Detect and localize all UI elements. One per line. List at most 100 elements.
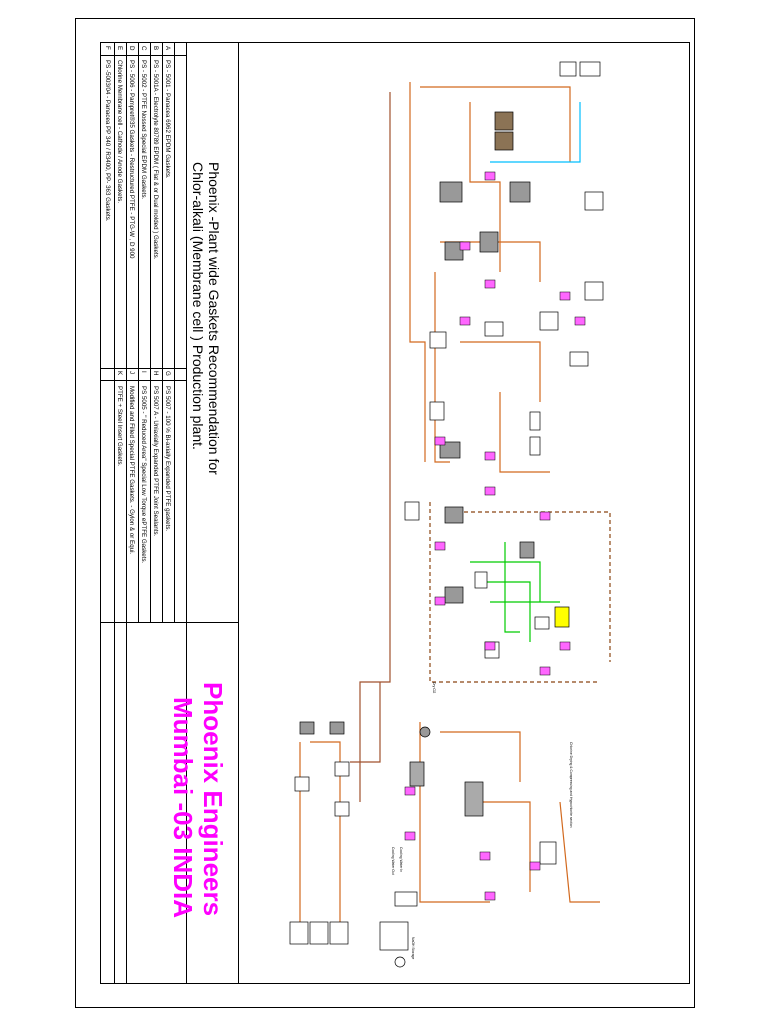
legend-key-j: J (128, 371, 135, 375)
equipment-box-9 (429, 401, 445, 421)
pipe-dashed-1 (450, 511, 611, 662)
legend-row-divider-3 (100, 380, 186, 381)
company-line-1: Phoenix Engineers (198, 682, 228, 917)
tank-5 (439, 441, 461, 459)
pipe-brine-7 (499, 392, 550, 473)
storage-box-3 (329, 921, 349, 945)
equipment-box-2 (559, 61, 577, 77)
legend-text-d: PS - 5006 - Pampret®35 Gaskets - Restruc… (128, 60, 135, 259)
legend-key-i: I (140, 371, 147, 373)
equipment-box-12 (534, 616, 550, 630)
equipment-box-5 (539, 311, 559, 331)
title-line-2: Chlor-alkali (Membrane cell ) Production… (190, 162, 206, 450)
cooling-water-in-label: Cooling Water In (399, 847, 403, 872)
legend-col-divider-1 (114, 42, 115, 984)
gasket-tags (404, 171, 586, 901)
tank-4 (479, 231, 499, 253)
naoh-storage-label: NaOH Storage (411, 937, 415, 959)
equipment-box-10 (404, 501, 420, 521)
legend-col-divider-5 (162, 42, 163, 622)
title-block: F PS -5003/04 - Panacea PP 340 / R3400, … (100, 42, 240, 984)
tank-6 (444, 506, 464, 524)
pipe-water-2 (480, 581, 531, 642)
pipe-water-4 (504, 542, 520, 633)
exchanger-1 (539, 841, 557, 865)
tank-8 (519, 541, 535, 559)
title-line-1: Phoenix -Plant wide Gaskets Recommendati… (206, 162, 222, 475)
tag-5 (559, 291, 571, 301)
exchanger-2 (394, 891, 418, 907)
equipment-box-8 (569, 351, 589, 367)
tag-1 (484, 171, 496, 181)
tank-7 (444, 586, 464, 604)
legend-col-divider-3 (138, 42, 139, 622)
company-line-2: Mumbai -03 INDIA (168, 697, 198, 919)
legend-text-k: PTFE + Steel Insert Gaskets. (116, 386, 123, 467)
equipment (289, 61, 604, 968)
tag-3 (484, 279, 496, 289)
vessel-1 (529, 411, 541, 431)
chlorine-note: Chlorine Drying & Compressing and Hypoch… (569, 742, 573, 828)
legend-key-f: F (104, 46, 111, 50)
highlight-equipment (554, 606, 570, 628)
equipment-box-11 (474, 571, 488, 589)
truck-2 (329, 721, 345, 735)
legend-text-g: PS 5007 - 100 % Bi-axially Expanded PTFE… (164, 386, 171, 532)
equipment-box-7 (484, 321, 504, 337)
pipe-brine-1 (409, 82, 426, 462)
drawing-frame (100, 42, 690, 984)
tag-4 (459, 316, 471, 326)
column-1 (409, 761, 425, 787)
legend-text-a: PS - 5001 - Panacea 6962 EPDM Gaskets. (164, 60, 171, 179)
pipe-brine-2 (420, 86, 571, 162)
legend-text-i: PS 5005 - " Reduced Area" Special Low To… (140, 386, 147, 564)
pipe-brine-4 (440, 241, 541, 282)
pipe-chlorine-4 (559, 801, 600, 903)
tag-16 (404, 786, 416, 796)
legend-key-b: B (152, 46, 159, 51)
pipe-brine-3 (469, 102, 501, 272)
legend-key-d: D (128, 46, 135, 51)
tag-12 (484, 641, 496, 651)
diagram-text: Chlorine Drying & Compressing and Hypoch… (391, 682, 573, 959)
legend-key-c: C (140, 46, 147, 51)
legend-key-h: H (152, 371, 159, 376)
tank-salt-1 (494, 111, 514, 131)
legend-row-divider-2 (100, 368, 186, 369)
tag-8 (484, 451, 496, 461)
legend-key-e: E (116, 46, 123, 51)
naoh-tank-2 (334, 761, 350, 777)
legend-text-j: Modified and Filled Special PTFE Gaskets… (128, 386, 135, 555)
legend-text-c: PS - 5002 - PTFE Nossed Special EPDM Gas… (140, 60, 147, 200)
equipment-box-3 (584, 191, 604, 211)
column-2 (464, 781, 484, 817)
tag-2 (459, 241, 471, 251)
tag-13 (539, 666, 551, 676)
process-flow-diagram: Chlorine Drying & Compressing and Hypoch… (289, 61, 611, 968)
pipe-water-1 (470, 561, 541, 602)
tag-19 (529, 861, 541, 871)
tank-3 (509, 181, 531, 203)
storage-box-1 (289, 921, 309, 945)
tag-14 (559, 641, 571, 651)
legend-col-divider-6 (174, 42, 175, 622)
pipe-naoh-2 (310, 741, 341, 922)
vessel-2 (529, 436, 541, 456)
tank-1 (439, 181, 463, 203)
tag-7 (434, 436, 446, 446)
legend-col-divider-2 (126, 42, 127, 984)
naoh-tank-3 (334, 801, 350, 817)
legend-text-f: PS -5003/04 - Panacea PP 340 / R3400, PP… (104, 60, 111, 222)
pipe-dashed-2 (429, 502, 600, 683)
tag-10 (434, 541, 446, 551)
tag-18 (479, 851, 491, 861)
storage-box-2 (309, 921, 329, 945)
legend-key-a: A (164, 46, 171, 51)
compressor-1 (419, 726, 431, 738)
equipment-box-4 (584, 281, 604, 301)
pipe-chlorine-2 (440, 731, 521, 782)
drawing-sheet-border (75, 18, 695, 1008)
dry-cl2-label: Dry Cl2 (432, 682, 436, 693)
pipe-cooling-1 (490, 102, 581, 163)
tag-17 (404, 831, 416, 841)
